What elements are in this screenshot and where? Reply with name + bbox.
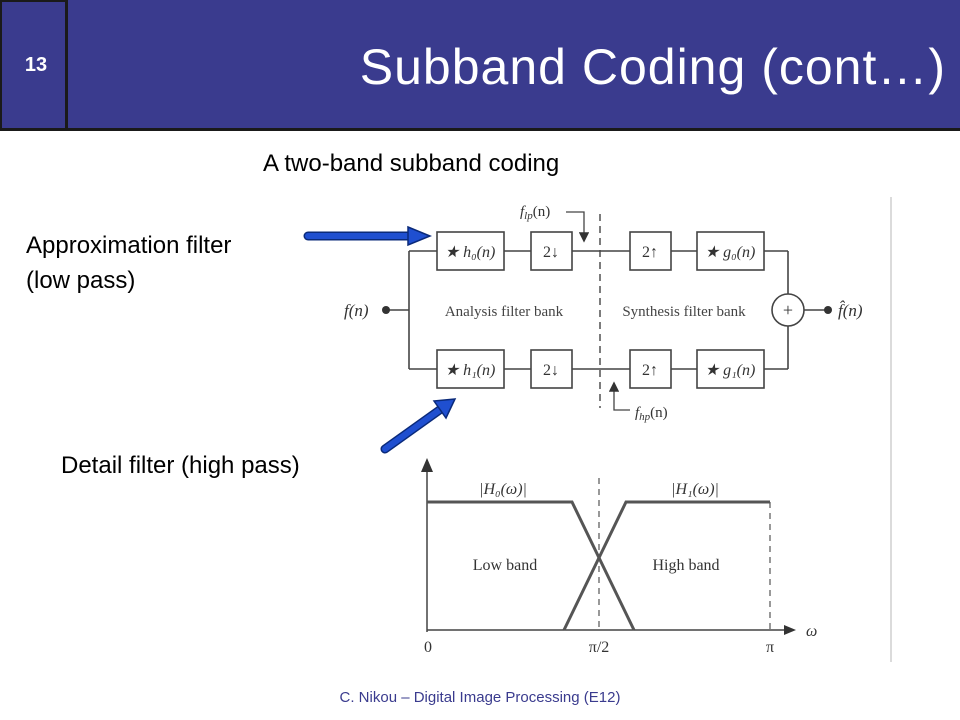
tick-pi: π: [766, 639, 774, 656]
analysis-bank-label: Analysis filter bank: [445, 304, 564, 320]
slide-number-box: 13: [0, 0, 68, 128]
slide-title: Subband Coding (cont…): [359, 39, 946, 95]
approximation-filter-label-line1: Approximation filter: [26, 232, 232, 259]
g0-filter-label: ★ g₀(n): [705, 244, 756, 261]
output-signal-label: f̂(n): [838, 300, 863, 320]
input-node: [382, 306, 390, 314]
flp-label: flp(n): [520, 204, 550, 222]
adder-symbol: +: [783, 300, 793, 320]
detail-arrow: [380, 398, 457, 454]
h1-filter-label: ★ h₁(n): [445, 362, 496, 379]
high-band-label: High band: [652, 557, 719, 574]
flp-pointer: [566, 211, 590, 243]
title-bar: 13 Subband Coding (cont…): [0, 0, 960, 131]
input-signal-label: f(n): [344, 301, 369, 320]
omega-axis-label: ω: [806, 623, 817, 640]
fhp-pointer: [608, 381, 630, 411]
h0-filter-label: ★ h₀(n): [445, 244, 496, 261]
tick-half-pi: π/2: [589, 639, 610, 656]
g1-filter-label: ★ g₁(n): [705, 362, 756, 379]
upsample-bottom-label: 2↑: [642, 362, 658, 379]
approximation-filter-label: Approximation filter (low pass): [26, 228, 231, 298]
figure-caption: A two-band subband coding: [263, 150, 560, 177]
downsample-bottom-label: 2↓: [543, 362, 559, 379]
h1-magnitude-label: |H₁(ω)|: [671, 481, 719, 498]
slide-number: 13: [24, 54, 48, 76]
footer-credit: C. Nikou – Digital Image Processing (E12…: [339, 689, 621, 706]
approximation-filter-label-line2: (low pass): [26, 267, 136, 294]
approximation-arrow: [303, 225, 432, 247]
block-diagram-wires: [386, 250, 828, 370]
fhp-label: fhp(n): [635, 405, 668, 423]
h0-response-curve: [427, 500, 636, 631]
h1-response-curve: [562, 500, 770, 631]
synthesis-bank-label: Synthesis filter bank: [622, 304, 746, 320]
downsample-top-label: 2↓: [543, 244, 559, 261]
plot-y-axis-arrow: [421, 458, 433, 472]
frequency-response-plot: |H₀(ω)| |H₁(ω)| Low band High band 0 π/2…: [421, 458, 817, 656]
plot-x-axis-arrow: [784, 625, 796, 635]
h0-magnitude-label: |H₀(ω)|: [479, 481, 527, 498]
low-band-label: Low band: [473, 557, 537, 574]
adder-node: [771, 293, 805, 327]
detail-filter-label: Detail filter (high pass): [61, 452, 300, 479]
output-node: [824, 306, 832, 314]
filter-boxes: [436, 231, 765, 389]
upsample-top-label: 2↑: [642, 244, 658, 261]
tick-zero: 0: [424, 639, 432, 656]
